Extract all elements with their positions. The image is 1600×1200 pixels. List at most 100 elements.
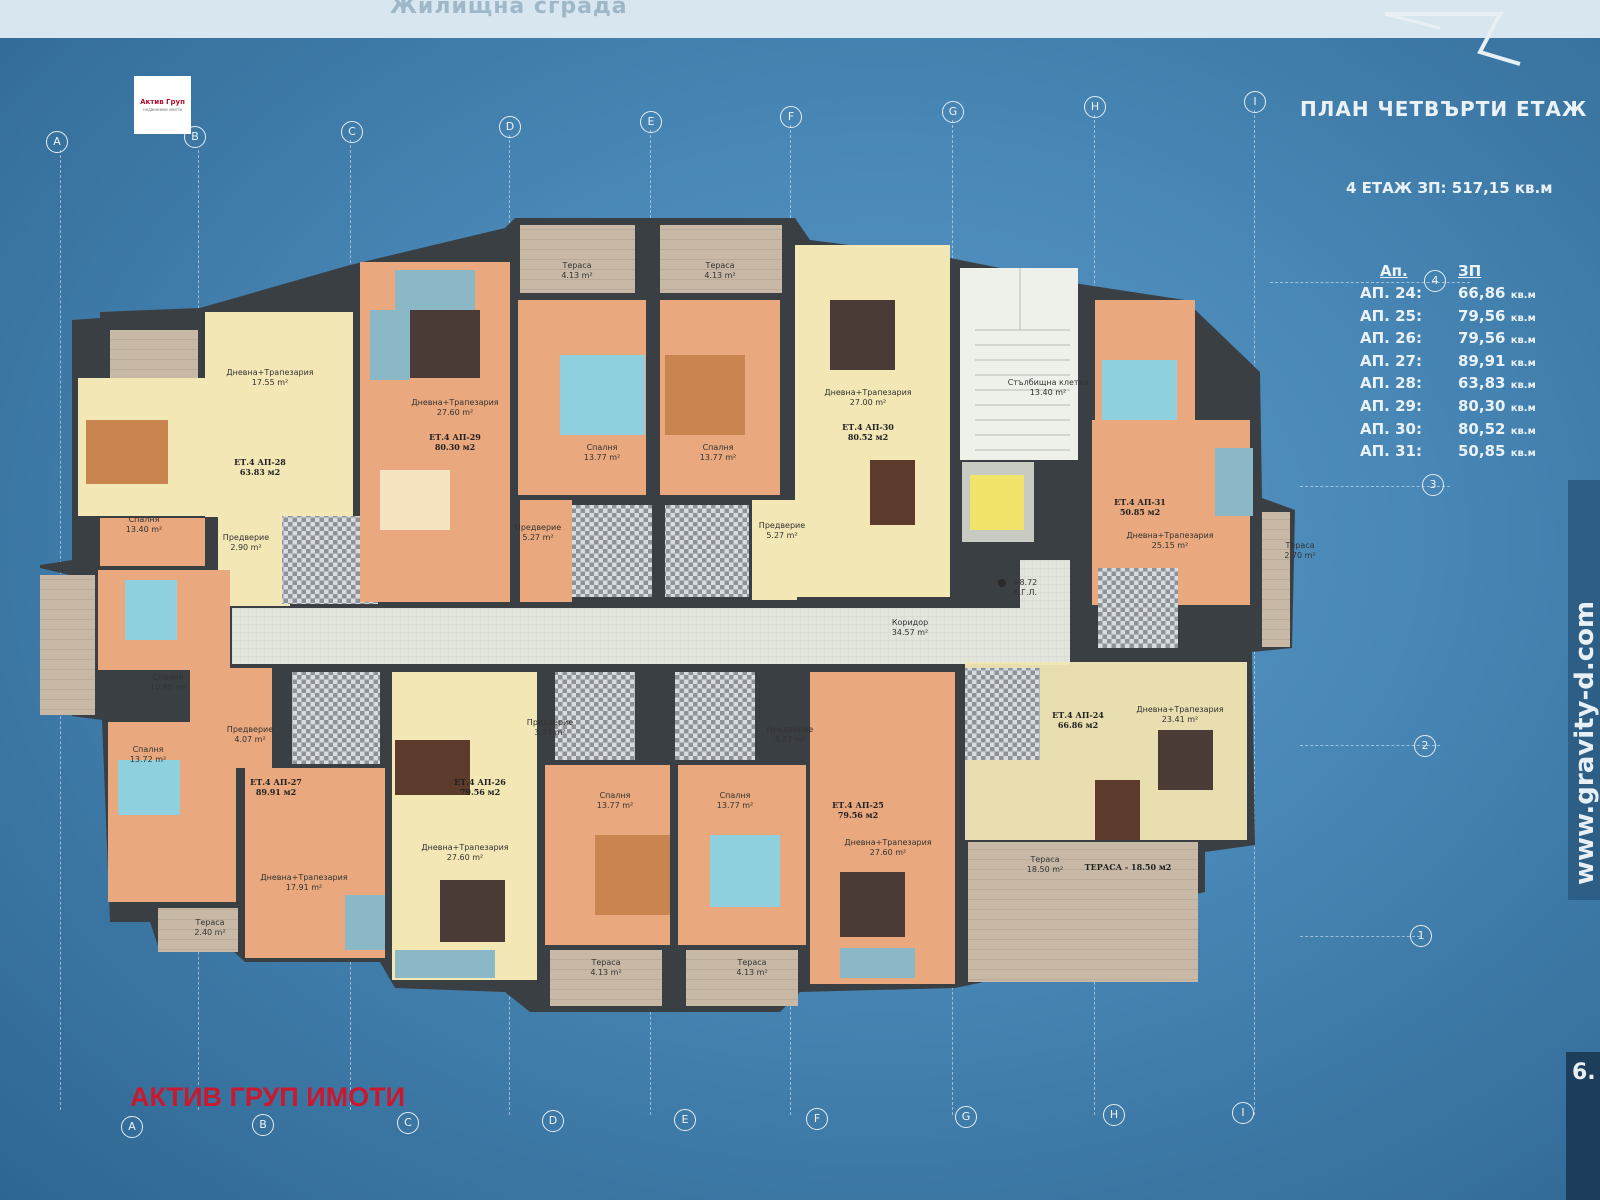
- apt25-bath: [675, 672, 755, 760]
- grid-bubble-top-d: D: [499, 116, 521, 138]
- apartment-row: АП. 26:79,56 кв.м: [1360, 329, 1536, 348]
- apartment-row: АП. 24:66,86 кв.м: [1360, 284, 1536, 302]
- grid-bubble-bottom-c: C: [397, 1112, 419, 1134]
- apt29-terrace: [520, 225, 635, 293]
- apartment-row: АП. 30:80,52 кв.м: [1360, 419, 1536, 438]
- grid-bubble-right-1: 1: [1410, 925, 1432, 947]
- page-number-text: 6.: [1572, 1060, 1596, 1085]
- grid-bubble-top-e: E: [640, 111, 662, 133]
- logo-text: Актив Груп: [140, 98, 185, 106]
- grid-bubble-top-h: H: [1084, 96, 1106, 118]
- col-area-header: ЗП: [1458, 262, 1482, 280]
- apartment-table-header: Ап. ЗП: [1360, 262, 1536, 284]
- apt24-terrace: [968, 842, 1198, 982]
- corridor-east: [1020, 560, 1070, 665]
- apt25-terrace: [686, 950, 798, 1006]
- company-logo: Актив Груп недвижими имоти: [134, 76, 191, 134]
- grid-bubble-bottom-h: H: [1103, 1104, 1125, 1126]
- apt31-terrace: [1262, 512, 1290, 647]
- apt27-terrace: [158, 908, 238, 952]
- apartment-row: АП. 31:50,85 кв.м: [1360, 442, 1536, 461]
- apt30-living: [795, 245, 950, 597]
- apt29-bath: [572, 505, 652, 597]
- apt27-hall: [190, 668, 272, 768]
- page-number: 6.: [1566, 1052, 1600, 1200]
- grid-bubble-right-3: 3: [1422, 474, 1444, 496]
- logo-subtext: недвижими имоти: [143, 107, 182, 112]
- grid-bubble-bottom-g: G: [955, 1106, 977, 1128]
- apartment-area-table: Ап. ЗП АП. 24:66,86 кв.м АП. 25:79,56 кв…: [1360, 262, 1536, 465]
- top-banner-text: Жилищна сграда: [390, 0, 628, 19]
- side-url-band: www.gravity-d.com: [1568, 480, 1600, 900]
- apartment-row: АП. 27:89,91 кв.м: [1360, 351, 1536, 370]
- apt31-bath: [1098, 568, 1178, 648]
- top-banner: Жилищна сграда: [0, 0, 1600, 38]
- apt27-bath: [292, 672, 380, 764]
- grid-bubble-right-2: 2: [1414, 735, 1436, 757]
- apt30-terrace: [660, 225, 782, 293]
- grid-bubble-top-i: I: [1244, 91, 1266, 113]
- apartment-row: АП. 28:63,83 кв.м: [1360, 374, 1536, 393]
- grid-bubble-top-g: G: [942, 101, 964, 123]
- apt28-living: [205, 312, 353, 517]
- corridor: [232, 608, 1062, 664]
- agency-watermark: АКТИВ ГРУП ИМОТИ: [130, 1082, 406, 1112]
- col-apt-header: Ап.: [1380, 262, 1408, 280]
- grid-bubble-bottom-d: D: [542, 1110, 564, 1132]
- grid-bubble-top-b: B: [184, 126, 206, 148]
- grid-bubble-right-4: 4: [1424, 270, 1446, 292]
- staircase: [960, 268, 1078, 460]
- grid-bubble-bottom-e: E: [674, 1109, 696, 1131]
- apartment-row: АП. 29:80,30 кв.м: [1360, 396, 1536, 415]
- apt30-bath: [665, 505, 749, 597]
- north-arrow-icon: [1384, 12, 1521, 66]
- grid-bubble-top-c: C: [341, 121, 363, 143]
- plan-title: ПЛАН ЧЕТВЪРТИ ЕТАЖ: [1300, 97, 1588, 121]
- side-url-text: www.gravity-d.com: [1570, 600, 1600, 885]
- apartment-row: АП. 25:79,56 кв.м: [1360, 306, 1536, 325]
- apt25-living: [810, 672, 955, 984]
- apt28-bed: [86, 420, 168, 484]
- grid-bubble-bottom-f: F: [806, 1108, 828, 1130]
- grid-bubble-bottom-i: I: [1232, 1102, 1254, 1124]
- grid-bubble-bottom-a: A: [121, 1116, 143, 1138]
